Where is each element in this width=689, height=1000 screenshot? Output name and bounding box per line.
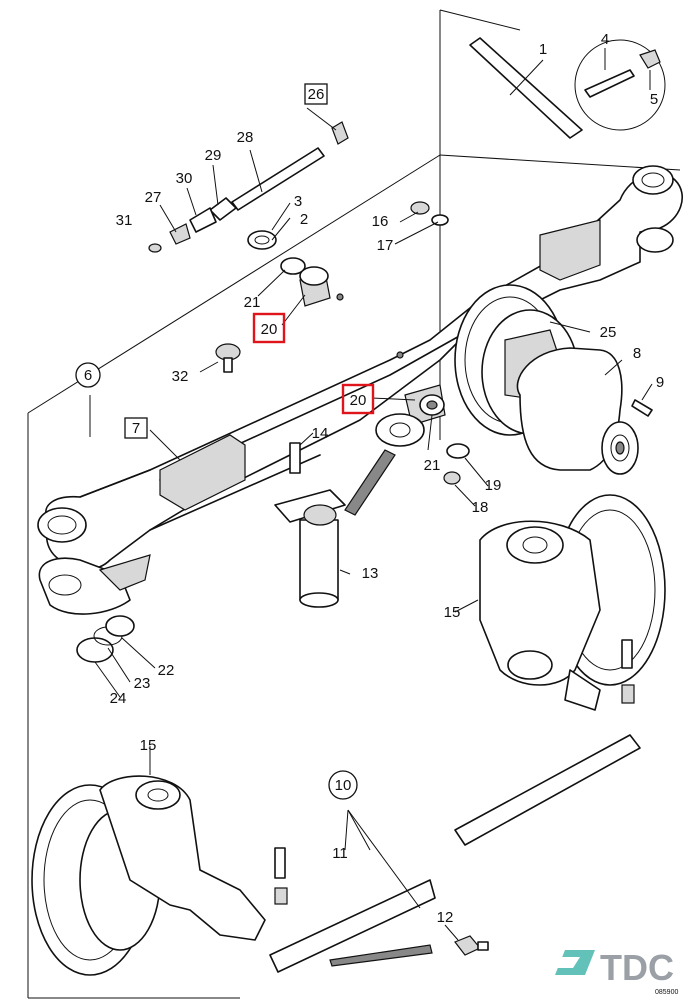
hub-assembly-left — [31, 775, 288, 976]
callout-11-a: 11 — [332, 845, 348, 862]
drawing-code: 085900 — [655, 989, 678, 996]
callout-10: 10 — [335, 777, 352, 794]
callout-5: 5 — [650, 91, 658, 108]
callout-25: 25 — [600, 324, 617, 341]
callout-6: 6 — [84, 367, 92, 384]
callout-17: 17 — [377, 237, 394, 254]
callout-18: 18 — [472, 499, 489, 516]
pivot-pin-assembly — [148, 147, 325, 253]
callout-26: 26 — [308, 86, 325, 103]
callout-21-a: 21 — [244, 294, 261, 311]
callout-20-highlight-left — [252, 312, 286, 344]
callout-21-b: 21 — [424, 457, 441, 474]
callout-28: 28 — [237, 129, 254, 146]
track-rod — [269, 734, 641, 973]
callout-3: 3 — [294, 193, 302, 210]
callout-2: 2 — [300, 211, 308, 228]
leader-lines — [89, 48, 653, 941]
differential-housing — [454, 284, 639, 475]
callout-12: 12 — [437, 909, 454, 926]
callout-8: 8 — [633, 345, 641, 362]
callout-23: 23 — [134, 675, 151, 692]
callout-20-highlight-right — [341, 383, 375, 415]
callout-15-a: 15 — [444, 604, 461, 621]
callout-1: 1 — [539, 41, 547, 58]
king-pin — [274, 442, 396, 608]
callout-4: 4 — [601, 31, 609, 48]
callout-20-a: 20 — [261, 321, 278, 338]
callout-6-circle — [75, 362, 101, 388]
callout-31: 31 — [116, 212, 133, 229]
callout-19: 19 — [485, 477, 502, 494]
tdc-brand-text: TDC — [600, 947, 674, 988]
callout-14: 14 — [312, 425, 329, 442]
callout-7: 7 — [132, 420, 140, 437]
callout-29: 29 — [205, 147, 222, 164]
callout-24: 24 — [110, 690, 127, 707]
callout-labels: 1 2 3 4 5 6 7 8 9 10 11 11 12 13 14 15 1… — [75, 31, 664, 926]
pin-and-bolt-inset — [469, 37, 666, 139]
tdc-logo-icon — [555, 950, 595, 975]
bush-and-washers-left — [247, 230, 331, 307]
callout-13: 13 — [362, 565, 379, 582]
hub-assembly-right — [479, 494, 666, 711]
small-hardware — [76, 121, 653, 663]
callout-15-b: 15 — [140, 737, 157, 754]
bush-and-washers-right — [375, 384, 446, 447]
callout-27: 27 — [145, 189, 162, 206]
grease-nipple — [454, 935, 489, 956]
callout-20-b: 20 — [350, 392, 367, 409]
callout-16: 16 — [372, 213, 389, 230]
callout-32: 32 — [172, 368, 189, 385]
callout-26-box — [304, 83, 328, 105]
callout-22: 22 — [158, 662, 175, 679]
callout-30: 30 — [176, 170, 193, 187]
tdc-watermark: TDC 085900 — [555, 947, 678, 996]
callout-10-circle — [328, 770, 358, 800]
callout-9: 9 — [656, 374, 664, 391]
callout-7-box — [124, 417, 148, 439]
